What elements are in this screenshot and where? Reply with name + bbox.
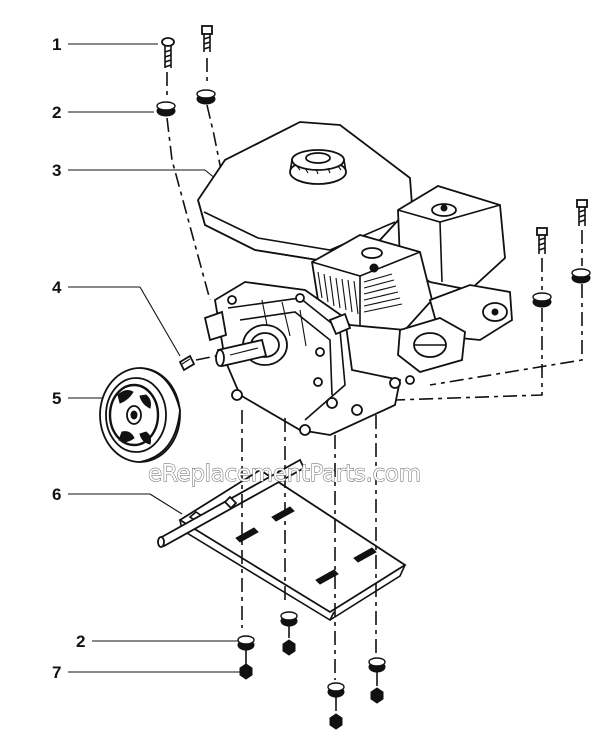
callout-7[interactable]: 7 xyxy=(52,663,240,682)
callout-5[interactable]: 5 xyxy=(52,389,102,408)
callout-2-top[interactable]: 2 xyxy=(52,103,154,122)
leader-line xyxy=(149,493,183,515)
assembly-line xyxy=(429,284,583,386)
bolt-top-right xyxy=(201,25,213,52)
callout-4[interactable]: 4 xyxy=(52,278,181,357)
callout-number: 7 xyxy=(52,663,61,682)
nut-bottom-3 xyxy=(329,713,343,730)
callout-number: 6 xyxy=(52,485,61,504)
engine xyxy=(197,121,513,436)
watermark-text: eReplacementParts.com xyxy=(148,461,421,487)
washer-bottom-left xyxy=(237,635,255,651)
callout-number: 2 xyxy=(52,103,61,122)
washer-right-2 xyxy=(571,268,591,284)
assembly-line xyxy=(206,104,223,176)
callout-1[interactable]: 1 xyxy=(52,35,158,54)
leader-line xyxy=(139,286,181,357)
assembly-line xyxy=(394,308,543,401)
callout-number: 3 xyxy=(52,161,61,180)
bolt-top-left xyxy=(161,37,175,68)
nut-bottom-4 xyxy=(370,687,384,704)
washer-bottom-2 xyxy=(280,611,298,627)
callout-number: 4 xyxy=(52,278,62,297)
nut-bottom-2 xyxy=(282,639,296,656)
washer-bottom-4 xyxy=(368,657,386,673)
callout-number: 5 xyxy=(52,389,61,408)
bolt-right-2 xyxy=(576,199,588,226)
pulley xyxy=(99,367,181,463)
washer-bottom-3 xyxy=(327,682,345,698)
assembly-line xyxy=(195,355,217,361)
bolt-right-1 xyxy=(536,227,548,254)
mounting-plate xyxy=(157,458,407,622)
nut-bottom-left xyxy=(239,663,253,680)
washer-right-1 xyxy=(532,292,552,308)
callout-number: 1 xyxy=(52,35,61,54)
washer-top-left xyxy=(156,101,176,117)
callout-3[interactable]: 3 xyxy=(52,161,223,185)
washer-top-right xyxy=(196,89,216,105)
callout-2-bottom[interactable]: 2 xyxy=(76,632,238,651)
callout-6[interactable]: 6 xyxy=(52,485,183,515)
shaft-key xyxy=(178,354,196,372)
callout-number: 2 xyxy=(76,632,85,651)
